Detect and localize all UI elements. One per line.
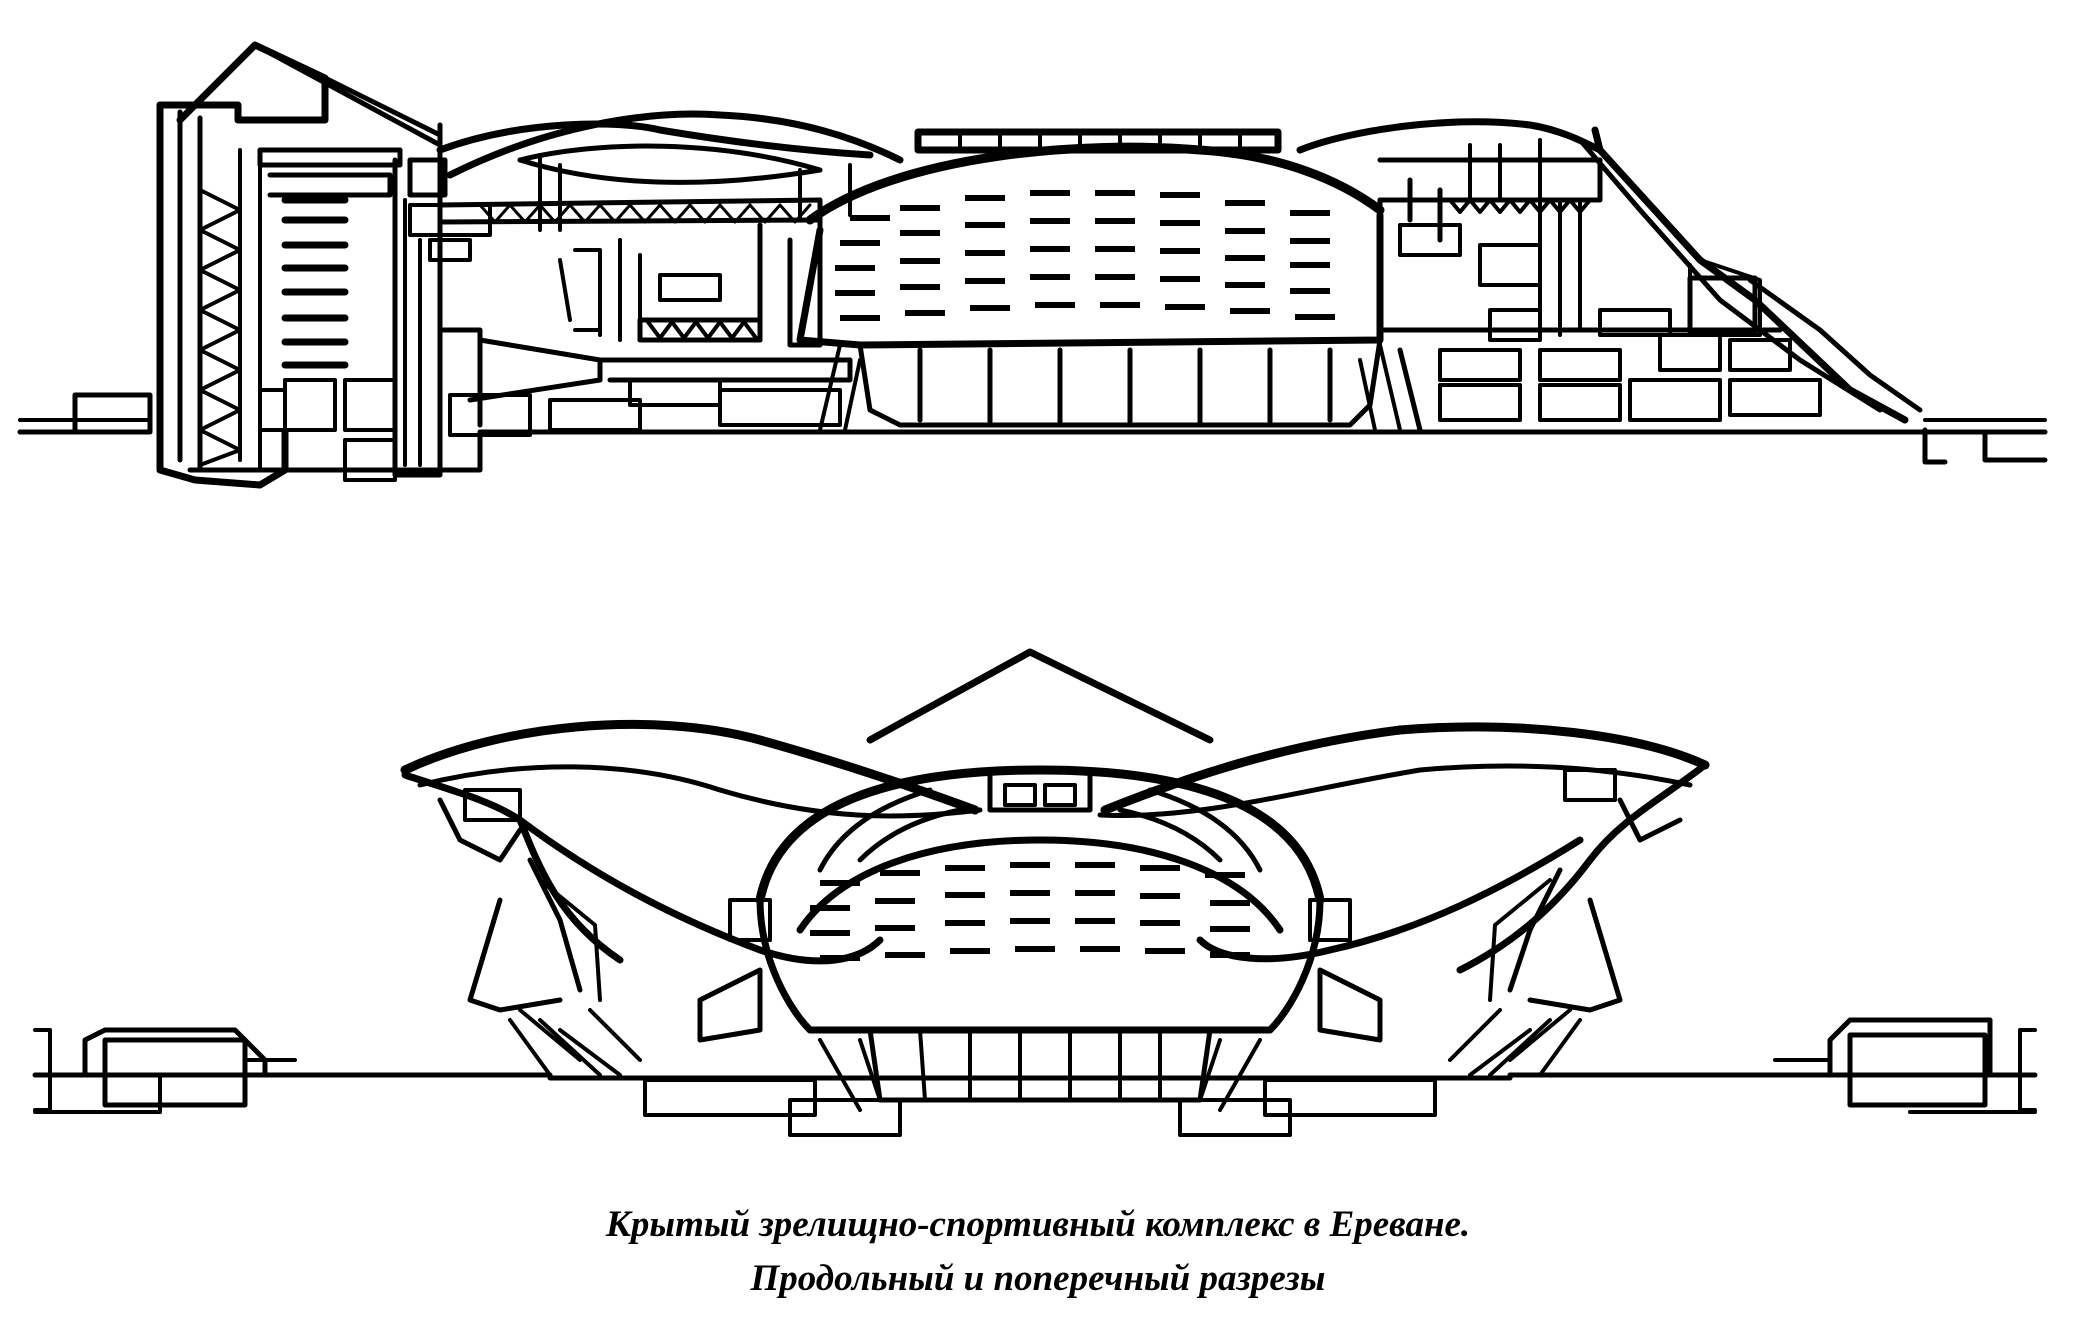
caption-line-2: Продольный и поперечный разрезы: [750, 1258, 1326, 1299]
caption-line-1: Крытый зрелищно-спортивный комплекс в Ер…: [605, 1204, 1471, 1245]
arena-seating-rows-top: [835, 190, 1335, 321]
left-shell-roof: [436, 110, 904, 232]
ground-line-bottom: [32, 1072, 2038, 1081]
left-underground-gallery: [82, 1027, 297, 1108]
ground-line-top: [17, 392, 2048, 473]
left-tower: [156, 41, 443, 489]
left-mid-structures: [407, 157, 853, 437]
central-arena-dome: [643, 765, 1437, 1137]
longitudinal-section: [17, 41, 2048, 489]
right-wing-shell: [1097, 722, 1710, 1077]
right-underground-gallery: [1773, 1017, 1993, 1108]
central-peak-roof: [866, 648, 1214, 744]
figure-caption: Крытый зрелищно-спортивный комплекс в Ер…: [0, 1198, 2076, 1306]
main-arena-top: [796, 128, 1402, 432]
transverse-section: [32, 648, 2038, 1137]
right-structures: [1296, 118, 1923, 433]
arena-seating-rows-bottom: [810, 862, 1250, 961]
